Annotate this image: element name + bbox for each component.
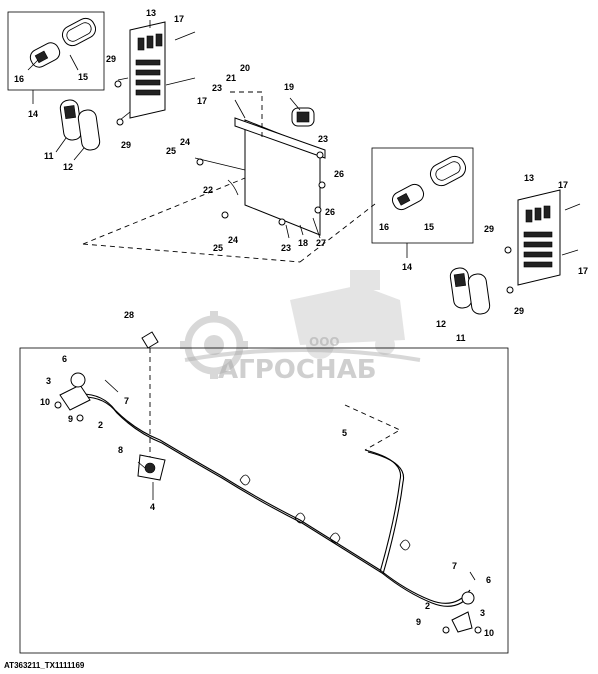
callout-26: 26 <box>325 207 335 217</box>
callout-16: 16 <box>14 74 24 84</box>
callout-22: 22 <box>203 185 213 195</box>
inset-lamp-assembly-left <box>7 11 105 104</box>
callout-9: 9 <box>68 414 73 424</box>
callout-labels: 13 17 29 17 29 16 15 14 11 12 20 21 23 1… <box>14 8 588 638</box>
callout-16: 16 <box>379 222 389 232</box>
callout-4: 4 <box>150 502 155 512</box>
leader-dashed-5 <box>344 404 401 451</box>
callout-7: 7 <box>452 561 457 571</box>
callout-15: 15 <box>78 72 88 82</box>
callout-3: 3 <box>480 608 485 618</box>
plate-bracket-left <box>114 20 196 126</box>
callout-17: 17 <box>578 266 588 276</box>
mounting-plate-center <box>194 91 326 239</box>
callout-11: 11 <box>44 151 54 161</box>
callout-29: 29 <box>121 140 131 150</box>
callout-23: 23 <box>281 243 291 253</box>
callout-23: 23 <box>212 83 222 93</box>
callout-25: 25 <box>213 243 223 253</box>
callout-19: 19 <box>284 82 294 92</box>
callout-25: 25 <box>166 146 176 156</box>
callout-15: 15 <box>424 222 434 232</box>
callout-14: 14 <box>28 109 38 119</box>
watermark-company: АГРОСНАБ <box>218 355 377 385</box>
callout-7: 7 <box>124 396 129 406</box>
callout-24: 24 <box>228 235 238 245</box>
callout-14: 14 <box>402 262 412 272</box>
callout-28: 28 <box>124 310 134 320</box>
callout-8: 8 <box>118 445 123 455</box>
watermark-gear-icon <box>180 311 248 379</box>
callout-21: 21 <box>226 73 236 83</box>
callout-9: 9 <box>416 617 421 627</box>
callout-11: 11 <box>456 333 466 343</box>
leader-dashed-left <box>82 177 246 245</box>
inset-lamp-assembly-right <box>371 147 474 258</box>
callout-20: 20 <box>240 63 250 73</box>
callout-24: 24 <box>180 137 190 147</box>
watermark-prefix: ООО <box>309 335 340 349</box>
callout-6: 6 <box>62 354 67 364</box>
callout-3: 3 <box>46 376 51 386</box>
plate-bracket-right <box>504 189 581 294</box>
callout-17: 17 <box>558 180 568 190</box>
callout-12: 12 <box>63 162 73 172</box>
watermark: ООО АГРОСНАБ <box>180 270 421 385</box>
callout-5: 5 <box>342 428 347 438</box>
callout-6: 6 <box>486 575 491 585</box>
callout-18: 18 <box>298 238 308 248</box>
callout-12: 12 <box>436 319 446 329</box>
callout-13: 13 <box>146 8 156 18</box>
callout-29: 29 <box>514 306 524 316</box>
callout-2: 2 <box>425 601 430 611</box>
watermark-harvester-icon <box>290 270 405 359</box>
callout-29: 29 <box>106 54 116 64</box>
callout-10: 10 <box>40 397 50 407</box>
marker-lamp-left <box>55 99 101 161</box>
figure-id: AT363211_TX1111169 <box>4 661 85 670</box>
wiring-harness-box <box>19 331 509 654</box>
callout-26: 26 <box>334 169 344 179</box>
callout-17: 17 <box>174 14 184 24</box>
callout-29: 29 <box>484 224 494 234</box>
marker-lamp-right <box>449 267 491 315</box>
callout-27: 27 <box>316 238 326 248</box>
callout-10: 10 <box>484 628 494 638</box>
callout-2: 2 <box>98 420 103 430</box>
callout-17: 17 <box>197 96 207 106</box>
callout-23: 23 <box>318 134 328 144</box>
callout-13: 13 <box>524 173 534 183</box>
